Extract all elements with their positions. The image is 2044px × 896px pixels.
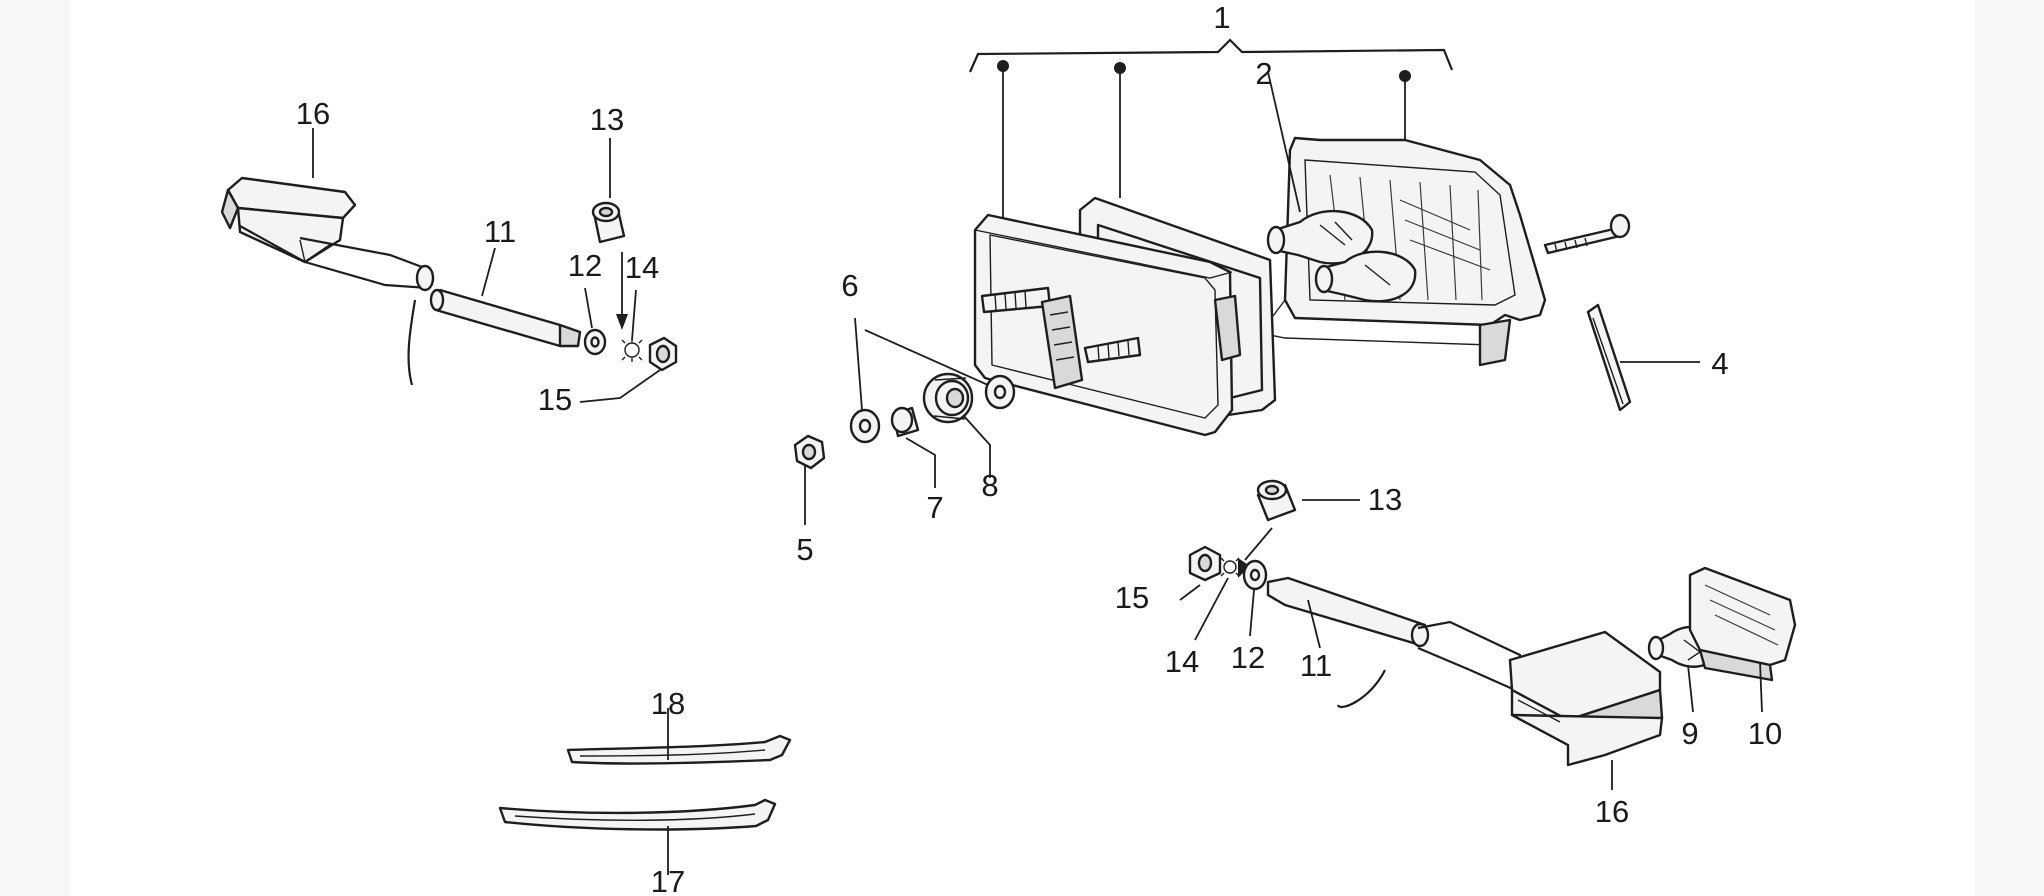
housing-screw [1543, 213, 1631, 255]
callout-11-right: 11 [1300, 648, 1332, 683]
callout-8: 8 [981, 468, 998, 503]
lens-stud-lower [1083, 336, 1142, 364]
trim-strip-17 [498, 798, 777, 831]
callout-1: 1 [1213, 0, 1230, 35]
left-spacer-13 [591, 201, 626, 244]
left-signal-stem [429, 288, 582, 348]
callout-16-left: 16 [296, 96, 330, 131]
lens-cover [973, 213, 1242, 437]
callout-12-left: 12 [568, 248, 602, 283]
right-washer-12 [1242, 559, 1268, 591]
right-nut-15 [1188, 545, 1222, 582]
callout-13-left: 13 [590, 102, 624, 137]
callout-7: 7 [926, 490, 943, 525]
callout-5: 5 [796, 532, 813, 567]
reflector-strip-4 [1586, 303, 1632, 412]
right-lock-washer-14 [1220, 557, 1240, 577]
grommet-8 [922, 372, 974, 424]
callout-14-left: 14 [625, 250, 659, 285]
callout-16-right: 16 [1595, 794, 1629, 829]
callout-10: 10 [1748, 716, 1782, 751]
callout-12-right: 12 [1231, 640, 1265, 675]
left-washer-12 [583, 328, 607, 356]
trim-strip-18 [566, 734, 792, 765]
left-turn-signal-housing [220, 176, 435, 386]
callout-6: 6 [841, 268, 858, 303]
right-spacer-13 [1256, 479, 1297, 522]
callout-11-left: 11 [484, 214, 516, 249]
right-turn-signal-housing [1336, 620, 1664, 767]
signal-lens-10 [1688, 566, 1797, 682]
nut-5 [793, 434, 826, 470]
callout-15-left: 15 [538, 382, 572, 417]
callout-13-right: 13 [1368, 482, 1402, 517]
spacer-7 [890, 406, 920, 438]
left-lock-washer-14 [621, 338, 643, 362]
callout-14-right: 14 [1165, 644, 1199, 679]
washer-6-rear [984, 374, 1016, 410]
right-signal-stem [1266, 576, 1430, 648]
callout-9: 9 [1681, 716, 1698, 751]
left-nut-15 [648, 336, 678, 372]
lens-label-plate [1040, 294, 1084, 390]
washer-6-front [849, 408, 881, 444]
callout-4: 4 [1711, 346, 1728, 381]
callout-2: 2 [1255, 56, 1272, 91]
bulb-2-lower [1314, 250, 1417, 303]
callout-17: 17 [651, 864, 685, 896]
parts-sheet [70, 0, 1975, 896]
callout-15-right: 15 [1115, 580, 1149, 615]
bulb-2-upper [1266, 209, 1374, 265]
callout-18: 18 [651, 686, 685, 721]
